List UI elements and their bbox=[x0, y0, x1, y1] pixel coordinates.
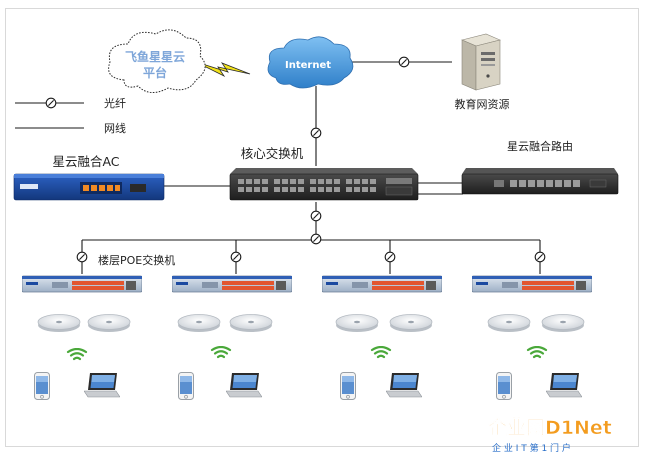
floor-switch-label: 楼层POE交换机 bbox=[98, 253, 175, 267]
internet-label: Internet bbox=[285, 60, 331, 71]
internet-node: Internet bbox=[267, 36, 354, 89]
ac-node: 星云融合AC bbox=[13, 154, 165, 201]
watermark-slogan: 企 业 I T 第 1 门 户 bbox=[492, 442, 571, 454]
wifi-signal-icon bbox=[210, 346, 232, 359]
laptop-icon bbox=[84, 372, 120, 398]
ac-label: 星云融合AC bbox=[52, 154, 119, 169]
fiber-mark-icon bbox=[45, 97, 57, 109]
fiber-mark-icon bbox=[310, 233, 322, 245]
ac-device-icon bbox=[13, 173, 165, 201]
smartphone-icon bbox=[178, 372, 194, 400]
wifi-signal-icon bbox=[370, 346, 392, 359]
core-switch-node: 核心交换机 bbox=[229, 146, 419, 201]
watermark-logo: 企业网D1Net 企 业 I T 第 1 门 户 bbox=[487, 416, 612, 454]
router-device-icon bbox=[461, 168, 619, 195]
access-point-icon bbox=[487, 314, 531, 333]
fiber-mark-icon bbox=[534, 251, 546, 263]
laptop-icon bbox=[546, 372, 582, 398]
fiber-mark-icon bbox=[310, 127, 322, 139]
access-point-icon bbox=[87, 314, 131, 333]
cloud-platform-label-line2: 平台 bbox=[143, 65, 167, 80]
floor-group-2 bbox=[172, 275, 292, 400]
laptop-icon bbox=[226, 372, 262, 398]
legend-cable-label: 网线 bbox=[104, 121, 126, 135]
router-node: 星云融合路由 bbox=[461, 139, 619, 195]
resource-server-node: 教育网资源 bbox=[455, 33, 510, 111]
watermark-brand: 企业网D1Net bbox=[487, 416, 612, 439]
lightning-bolt-icon bbox=[195, 61, 251, 78]
floor-group-1 bbox=[22, 275, 142, 400]
core-switch-device-icon bbox=[229, 168, 419, 201]
floor-group-4 bbox=[472, 275, 592, 400]
access-point-icon bbox=[335, 314, 379, 333]
router-label: 星云融合路由 bbox=[507, 139, 573, 153]
fiber-mark-icon bbox=[76, 251, 88, 263]
fiber-mark-icon bbox=[310, 210, 322, 222]
smartphone-icon bbox=[496, 372, 512, 400]
legend: 光纤 网线 bbox=[15, 96, 126, 135]
core-switch-label: 核心交换机 bbox=[241, 146, 304, 161]
internet-cloud-icon bbox=[267, 36, 354, 89]
diagram-frame bbox=[5, 8, 639, 447]
access-point-icon bbox=[229, 314, 273, 333]
legend-fiber-label: 光纤 bbox=[104, 96, 126, 110]
smartphone-icon bbox=[34, 372, 50, 400]
access-point-icon bbox=[541, 314, 585, 333]
resource-server-label: 教育网资源 bbox=[455, 97, 510, 111]
wifi-signal-icon bbox=[66, 348, 88, 361]
access-point-icon bbox=[177, 314, 221, 333]
fiber-mark-icon bbox=[230, 251, 242, 263]
floor-switch-device-icon bbox=[172, 275, 292, 293]
server-tower-icon bbox=[461, 33, 501, 91]
cloud-platform-label-line1: 飞鱼星星云 bbox=[125, 49, 185, 64]
wifi-signal-icon bbox=[526, 346, 548, 359]
fiber-mark-icon bbox=[398, 56, 410, 68]
cloud-platform-node: 飞鱼星星云 平台 bbox=[108, 29, 206, 93]
access-point-icon bbox=[389, 314, 433, 333]
access-point-icon bbox=[37, 314, 81, 333]
fiber-mark-icon bbox=[384, 251, 396, 263]
laptop-icon bbox=[386, 372, 422, 398]
smartphone-icon bbox=[340, 372, 356, 400]
floor-switch-device-icon bbox=[472, 275, 592, 293]
floor-switch-device-icon bbox=[322, 275, 442, 293]
floor-group-3 bbox=[322, 275, 442, 400]
cloud-outline-icon bbox=[108, 29, 206, 93]
floor-switch-device-icon bbox=[22, 275, 142, 293]
